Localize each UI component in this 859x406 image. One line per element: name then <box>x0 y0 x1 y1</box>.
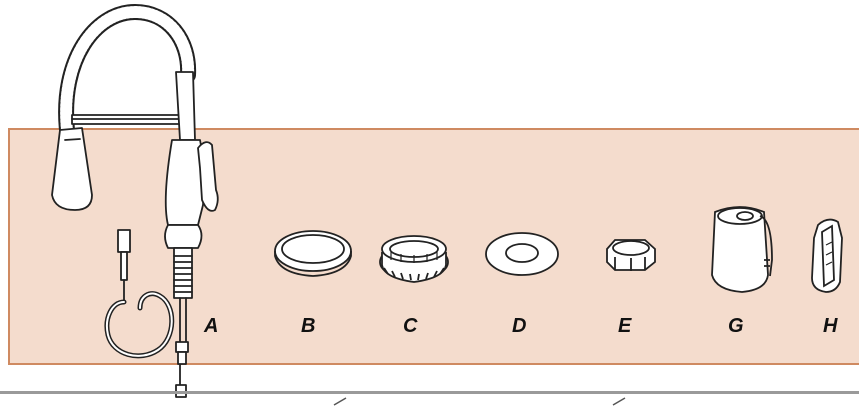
part-g-weight <box>711 206 773 293</box>
bottom-mark-right <box>612 397 626 406</box>
part-d-washer <box>485 232 559 276</box>
part-h-clip <box>811 218 843 293</box>
label-part-g: G <box>728 315 744 337</box>
bottom-divider <box>0 391 859 394</box>
label-part-a: A <box>204 315 219 337</box>
label-part-e: E <box>618 315 632 337</box>
label-part-h: H <box>823 315 838 337</box>
part-c-nut <box>379 235 449 283</box>
label-part-d: D <box>512 315 527 337</box>
label-part-c: C <box>403 315 418 337</box>
part-b-ring <box>274 230 352 277</box>
faucet-illustration <box>51 4 219 398</box>
label-part-b: B <box>301 315 316 337</box>
bottom-mark-left <box>333 397 347 406</box>
part-e-hex-nut <box>606 239 656 271</box>
